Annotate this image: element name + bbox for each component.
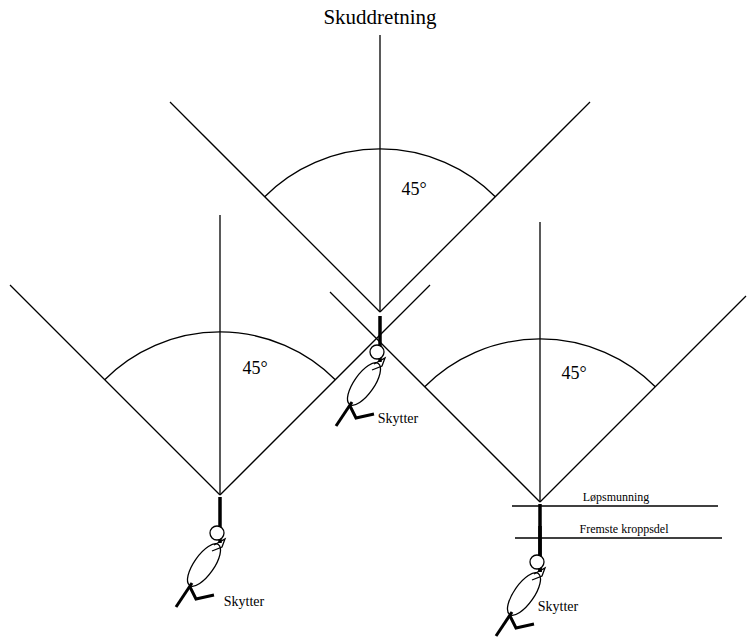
shooter-label: Skytter — [224, 595, 264, 609]
body-front-label: Fremste kroppsdel — [580, 523, 669, 535]
shooter-figure — [336, 316, 387, 426]
shooter-label: Skytter — [538, 600, 578, 614]
angle-label: 45° — [242, 359, 267, 377]
left-sector — [10, 215, 430, 495]
center-sector — [170, 35, 590, 312]
shooter-figure — [176, 497, 227, 607]
angle-label: 45° — [401, 180, 426, 198]
right-sector — [330, 222, 746, 538]
angle-label: 45° — [561, 364, 586, 382]
shooter-label: Skytter — [378, 412, 418, 426]
shooter-figure — [496, 504, 547, 636]
muzzle-label: Løpsmunning — [583, 491, 650, 503]
direction-title: Skuddretning — [323, 7, 436, 28]
